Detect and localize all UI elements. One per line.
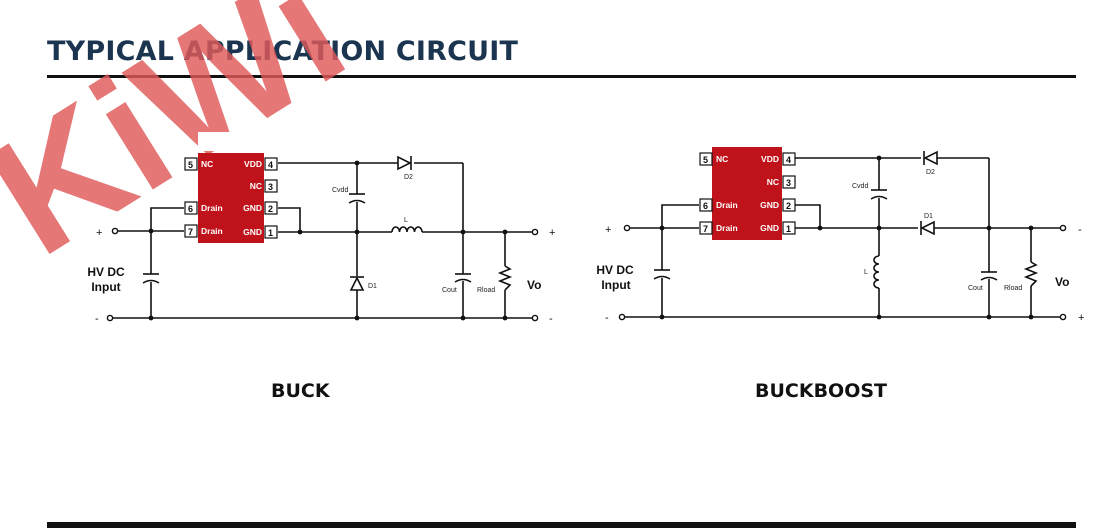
buckboost-output-minus-sign: -: [1078, 224, 1082, 236]
buckboost-output-minus-terminal: [1059, 224, 1067, 232]
buck-pin-label: GND: [243, 227, 262, 237]
buckboost-rload-label: Rload: [1004, 285, 1022, 292]
buck-pin-label: VDD: [244, 159, 262, 169]
buckboost-output-plus-sign: +: [1078, 312, 1084, 324]
buck-rload-label: Rload: [477, 287, 495, 294]
title-divider: [47, 75, 1076, 78]
buck-input-minus-terminal: [106, 314, 114, 322]
buckboost-input-minus-sign: -: [605, 312, 609, 324]
buck-circuit: 5 6 7 4 3 2 1 NC Drain Drain VDD NC GND …: [87, 132, 555, 325]
buck-l-label: L: [404, 217, 408, 224]
buck-input-minus-sign: -: [95, 313, 99, 325]
buckboost-pin-number: 1: [786, 224, 791, 234]
buckboost-l-label: L: [864, 269, 868, 276]
buckboost-input-minus-terminal: [618, 313, 626, 321]
buck-pin-number: 1: [268, 228, 273, 238]
buck-pin-label: Drain: [201, 203, 223, 213]
buckboost-pin-number: 6: [703, 201, 708, 211]
buckboost-output-plus-terminal: [1059, 313, 1067, 321]
buckboost-cvdd-label: Cvdd: [852, 183, 868, 190]
buck-pin-number: 2: [268, 204, 273, 214]
buck-input-label: HV DC: [87, 265, 125, 279]
page-title: TYPICAL APPLICATION CIRCUIT: [47, 36, 519, 67]
buckboost-pin-label: VDD: [761, 154, 779, 164]
buck-cout-label: Cout: [442, 287, 457, 294]
buck-label-patch: [198, 132, 276, 151]
buck-d1-label: D1: [368, 283, 377, 290]
buckboost-d2-label: D2: [926, 169, 935, 176]
buckboost-pin-number: 7: [703, 224, 708, 234]
buck-pin-number: 5: [188, 160, 193, 170]
buck-pin-label: NC: [250, 181, 262, 191]
buck-circuit-title: BUCK: [271, 380, 330, 402]
buckboost-input-label: HV DC: [596, 263, 634, 277]
buckboost-vo-label: Vo: [1055, 275, 1069, 289]
buckboost-pin-label: GND: [760, 223, 779, 233]
buckboost-input-plus-terminal: [623, 224, 631, 232]
buckboost-pin-label: Drain: [716, 223, 738, 233]
buckboost-pin-label: GND: [760, 200, 779, 210]
buck-pin-number: 3: [268, 182, 273, 192]
footer-divider: [47, 522, 1076, 528]
buckboost-circuit-title: BUCKBOOST: [755, 380, 888, 402]
buck-chip: [198, 153, 264, 243]
buckboost-pin-number: 3: [786, 178, 791, 188]
buck-pin-label: NC: [201, 159, 213, 169]
buck-pin-number: 6: [188, 204, 193, 214]
buck-input-plus-terminal: [111, 227, 119, 235]
buckboost-pin-number: 5: [703, 155, 708, 165]
buck-output-minus-sign: -: [549, 313, 553, 325]
buck-output-plus-sign: +: [549, 227, 555, 239]
buck-output-plus-terminal: [531, 228, 539, 236]
buck-pin-number: 7: [188, 227, 193, 237]
buckboost-pin-label: Drain: [716, 200, 738, 210]
buckboost-input-plus-sign: +: [605, 224, 611, 236]
buck-pin-label: GND: [243, 203, 262, 213]
watermark-text: KiWi: [0, 0, 374, 291]
buck-vo-label: Vo: [527, 278, 541, 292]
buck-input-label: Input: [91, 280, 120, 294]
buckboost-d1-label: D1: [924, 213, 933, 220]
buckboost-pin-number: 4: [786, 155, 791, 165]
watermark: KiWi: [0, 0, 374, 291]
buckboost-chip: [712, 147, 782, 240]
buck-pin-label: Drain: [201, 226, 223, 236]
buckboost-pin-number: 2: [786, 201, 791, 211]
buckboost-pin-label: NC: [716, 154, 728, 164]
buck-pin-number: 4: [268, 160, 273, 170]
buck-cvdd-label: Cvdd: [332, 187, 348, 194]
buck-output-minus-terminal: [531, 314, 539, 322]
buckboost-cout-label: Cout: [968, 285, 983, 292]
buck-input-plus-sign: +: [96, 227, 102, 239]
buckboost-circuit: 5 6 7 4 3 2 1 NC Drain Drain VDD NC GND …: [596, 147, 1084, 324]
buck-d2-label: D2: [404, 174, 413, 181]
buckboost-input-label: Input: [601, 278, 630, 292]
buckboost-pin-label: NC: [767, 177, 779, 187]
